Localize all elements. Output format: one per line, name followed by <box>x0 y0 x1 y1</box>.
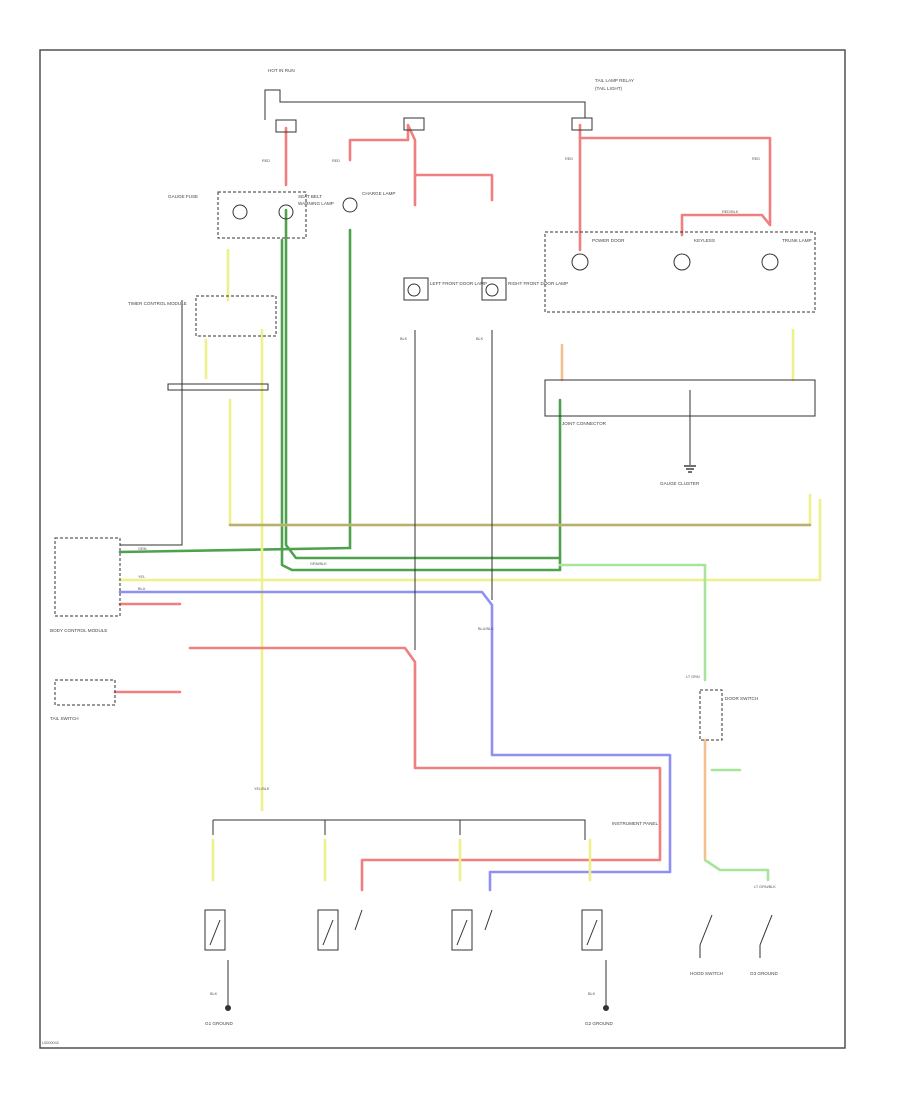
lamp-power-door-icon <box>571 253 589 271</box>
wire-code-lgrn-blk: LT GRN/BLK <box>754 885 776 889</box>
label-junction: JOINT CONNECTOR <box>562 421 607 426</box>
label-hot-run: HOT IN RUN <box>268 68 295 73</box>
label-tail-lamp: TAIL LAMP RELAY <box>595 78 634 83</box>
switch-4-icon <box>581 909 603 951</box>
wire-top-feed <box>264 89 586 118</box>
left-door-lamp-icon <box>407 283 421 297</box>
label-gauge: GAUGE CLUSTER <box>660 481 700 486</box>
wire-bottom-bus <box>213 819 586 840</box>
components <box>54 117 816 1011</box>
wire-code-blk-1: BLK <box>400 337 408 341</box>
wire-lightgreen2 <box>703 858 770 882</box>
label-gauge-fuse: GAUGE FUSE <box>168 194 198 199</box>
label-charge: CHARGE LAMP <box>362 191 395 196</box>
wires <box>113 89 822 892</box>
label-trunk: TRUNK LAMP <box>782 238 812 243</box>
label-hood: HOOD SWITCH <box>690 971 723 976</box>
label-tail-switch: TAIL SWITCH <box>50 716 79 721</box>
switch-2-icon <box>317 909 363 951</box>
label-left-door: LEFT FRONT DOOR LAMP <box>430 281 487 286</box>
diagram-code: L0000042 <box>42 1041 59 1045</box>
wire-code-blk-2: BLK <box>476 337 484 341</box>
label-seatbelt: SEAT BELT <box>298 194 322 199</box>
wire-code-red-1: RED <box>262 159 270 163</box>
label-ground2: G2 GROUND <box>585 1021 614 1026</box>
label-keyless: KEYLESS <box>694 238 715 243</box>
wire-gray-mod-left <box>120 300 183 546</box>
label-ground1: G1 GROUND <box>205 1021 234 1026</box>
label-seatbelt-2: WARNING LAMP <box>298 201 334 206</box>
tail-switch-connector <box>54 679 116 706</box>
wire-red-lamps <box>680 213 772 237</box>
body-control-connector <box>54 537 121 617</box>
diagram-frame <box>39 49 846 1049</box>
switch-6-icon <box>759 914 773 958</box>
wire-green-main <box>284 208 562 560</box>
instrument-panel-box <box>217 191 307 239</box>
ground-point-2-icon <box>603 1005 609 1011</box>
wire-code-red-blk: RED/BLK <box>722 210 739 214</box>
label-right-door: RIGHT FRONT DOOR LAMP <box>508 281 568 286</box>
ground-symbol-top <box>684 465 696 473</box>
wire-blue <box>118 590 672 892</box>
wire-yellow-h1 <box>118 498 822 582</box>
lamp-charge-icon <box>342 197 358 213</box>
connector-row-left <box>167 383 269 391</box>
switch-3-icon <box>451 909 493 951</box>
wire-code-grn-blk: GRN/BLK <box>310 562 327 566</box>
lamp-keyless-icon <box>673 253 691 271</box>
fuse-block-3 <box>571 117 593 131</box>
label-panel: INSTRUMENT PANEL <box>612 821 658 826</box>
wire-code-red-4: RED <box>752 157 760 161</box>
wire-red-right <box>578 123 772 227</box>
switch-1-icon <box>204 909 226 951</box>
switch-5-icon <box>699 914 713 958</box>
wire-yellow-v1 <box>228 398 812 527</box>
left-door-lamp-box <box>403 277 429 301</box>
wire-code-grn: GRN <box>138 547 147 551</box>
right-door-lamp-box <box>481 277 507 301</box>
wire-red-fuse2 <box>348 123 494 202</box>
hood-relay-box <box>699 689 723 741</box>
joint-connector-box <box>544 379 816 417</box>
wire-code-blu-blk: BLU/BLK <box>478 627 494 631</box>
wire-code-red-2: RED <box>332 159 340 163</box>
wire-lightgreen <box>558 563 707 682</box>
wire-green-2 <box>280 238 562 572</box>
timer-module-box <box>195 295 277 337</box>
fuse-block-1 <box>275 119 297 133</box>
lamp-trunk-icon <box>761 253 779 271</box>
wire-code-blk-4: BLK <box>588 992 596 996</box>
label-power-door: POWER DOOR <box>592 238 625 243</box>
fuse-block-2 <box>403 117 425 131</box>
label-tail-lamp-2: (TAIL LIGHT) <box>595 86 623 91</box>
wire-code-yel-blk: YEL/BLK <box>254 787 270 791</box>
wire-code-red-3: RED <box>565 157 573 161</box>
wire-code-blu: BLU <box>138 587 146 591</box>
label-ground3: G3 GROUND <box>750 971 779 976</box>
wire-code-blk-3: BLK <box>210 992 218 996</box>
right-door-lamp-icon <box>485 283 499 297</box>
label-door-sw: DOOR SWITCH <box>725 696 758 701</box>
label-timer: TIMER CONTROL MODULE <box>128 301 187 306</box>
wire-red-lower <box>188 646 662 892</box>
gauge-cluster-box <box>544 231 816 313</box>
label-body-ctrl: BODY CONTROL MODULE <box>50 628 107 633</box>
wire-code-yel: YEL <box>138 575 145 579</box>
lamp-seatbelt-icon <box>278 204 294 220</box>
ground-point-1-icon <box>225 1005 231 1011</box>
wire-code-lgrn: LT GRN <box>686 675 700 679</box>
lamp-gauge-icon <box>232 204 248 220</box>
labels: HOT IN RUN TAIL LAMP RELAY (TAIL LIGHT) … <box>50 68 812 1026</box>
wire-green-horizontal <box>118 546 352 554</box>
